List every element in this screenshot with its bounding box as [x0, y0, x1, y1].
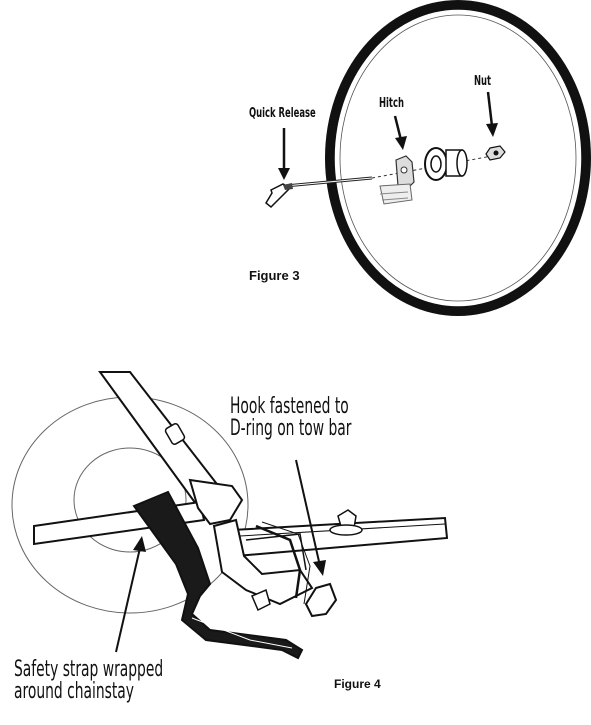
- label-hook-line2: D-ring on tow bar: [230, 416, 352, 441]
- hook-d-ring: [304, 582, 338, 618]
- hub-spacer: [424, 147, 468, 181]
- quick-release-skewer: [265, 176, 373, 209]
- arrow-nut: [486, 91, 498, 137]
- hitch-part: [379, 155, 415, 205]
- safety-strap: [132, 490, 304, 660]
- dropout: [188, 478, 244, 526]
- label-hitch: Hitch: [379, 96, 404, 111]
- nut-part: [485, 145, 506, 161]
- figure-4-illustration: [11, 371, 449, 660]
- arrow-hitch: [393, 115, 407, 150]
- arrow-quick-release: [278, 128, 290, 180]
- figure-4-caption: Figure 4: [334, 677, 381, 691]
- label-strap-line2: around chainstay: [14, 679, 134, 704]
- figure-3-caption: Figure 3: [249, 268, 300, 283]
- label-quick-release: Quick Release: [249, 106, 316, 121]
- label-strap-line1: Safety strap wrapped: [14, 657, 164, 682]
- label-hook-line1: Hook fastened to: [230, 394, 349, 419]
- label-nut: Nut: [474, 74, 492, 89]
